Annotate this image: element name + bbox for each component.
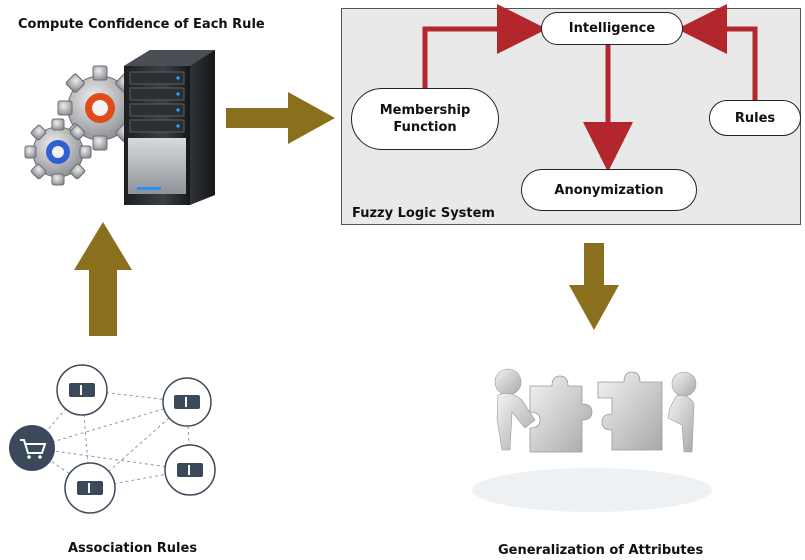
generalization-label: Generalization of Attributes	[498, 543, 704, 558]
gears-server-illustration	[24, 50, 215, 205]
arrow-right-to-fuzzy	[226, 92, 335, 144]
arrow-membership-to-intelligence	[422, 4, 547, 90]
anonymization-label: Anonymization	[554, 182, 664, 198]
shopping-cart-icon	[9, 425, 55, 471]
network-node-icon	[164, 444, 216, 496]
rules-node: Rules	[709, 100, 801, 136]
membership-label-line2: Function	[393, 120, 457, 135]
compute-confidence-title: Compute Confidence of Each Rule	[18, 17, 265, 32]
server-icon	[124, 50, 215, 205]
network-node-icon	[56, 364, 108, 416]
flow-arrows	[74, 92, 619, 336]
association-rules-label: Association Rules	[68, 541, 198, 556]
network-node-icon	[64, 462, 116, 514]
fuzzy-logic-system-label: Fuzzy Logic System	[352, 206, 495, 221]
arrow-up-to-compute	[74, 222, 132, 336]
intelligence-label: Intelligence	[568, 21, 656, 36]
puzzle-figures-icon	[472, 368, 712, 512]
arrow-down-to-generalization	[569, 243, 619, 330]
anonymization-node: Anonymization	[521, 169, 697, 211]
arrow-rules-to-intelligence	[677, 4, 758, 100]
membership-label-line1: Membership	[379, 103, 471, 118]
fuzzy-arrows	[422, 4, 758, 172]
gear-icon	[24, 118, 92, 186]
network-node-icon	[162, 377, 212, 427]
rules-label: Rules	[734, 110, 776, 126]
intelligence-node: Intelligence	[541, 12, 683, 45]
association-network	[9, 364, 216, 514]
membership-function-node: Membership Function	[351, 88, 499, 150]
